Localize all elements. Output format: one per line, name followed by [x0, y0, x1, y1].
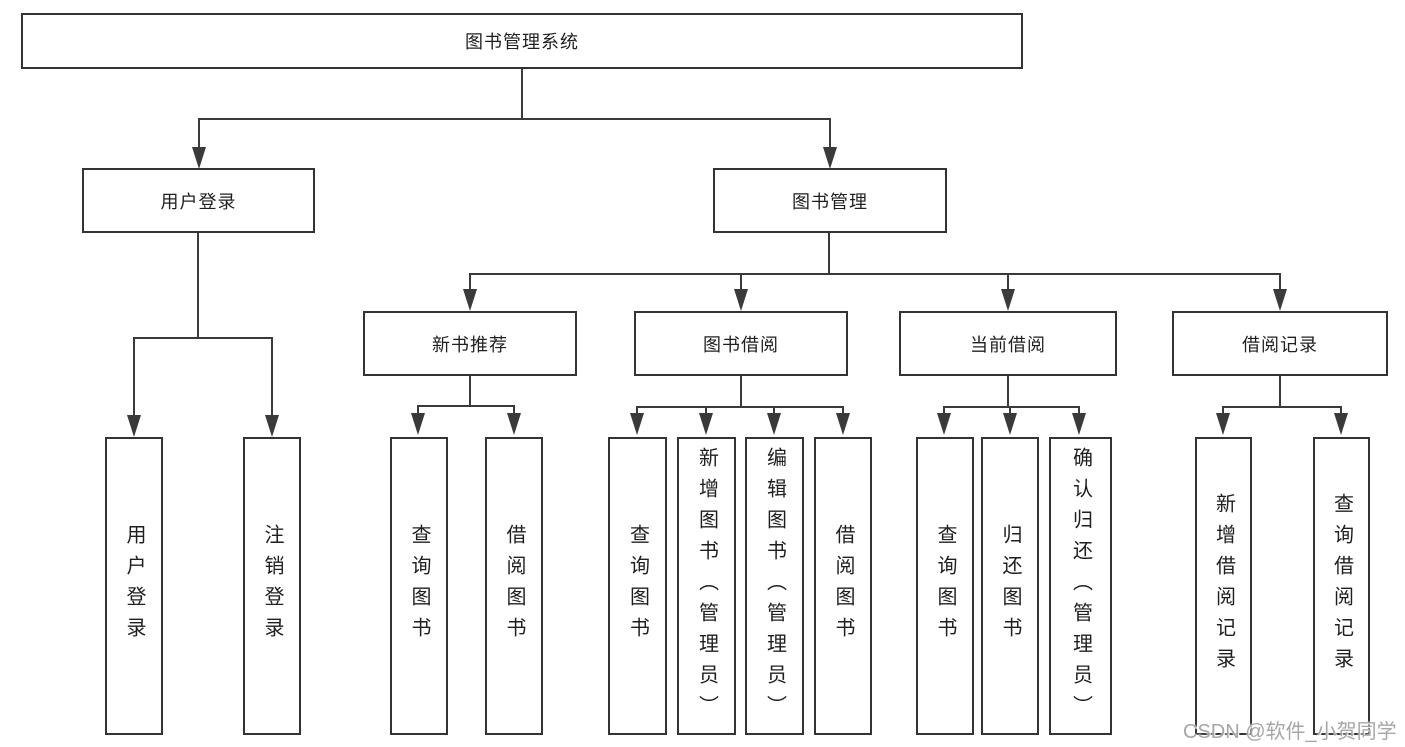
connector-records-drop-2 [1340, 406, 1342, 414]
node-library-system: 图书管理系统 [21, 13, 1023, 69]
arrow-to-leaf-confirm-return [1072, 413, 1086, 435]
arrow-to-new-book-recommendation [463, 289, 477, 311]
connector-borrowing-drop-2 [705, 406, 707, 414]
arrow-to-borrowing-records [1273, 289, 1287, 311]
leaf-borrow-books-recommend-label: 借阅图书 [503, 524, 525, 648]
leaf-borrow-books-label: 借阅图书 [832, 524, 854, 648]
leaf-user-login-label: 用户登录 [123, 524, 145, 648]
connector-recommend-hbar [417, 405, 515, 407]
connector-bookmgmt-drop-1 [469, 273, 471, 290]
leaf-query-borrow-record: 查询借阅记录 [1313, 437, 1370, 735]
leaf-add-books-admin-label: 新增图书（管理员） [695, 446, 718, 726]
node-current-borrowing: 当前借阅 [899, 311, 1117, 376]
node-library-system-label: 图书管理系统 [465, 32, 579, 52]
connector-root-hbar [198, 118, 831, 120]
leaf-add-borrow-record-label: 新增借阅记录 [1212, 493, 1235, 679]
arrow-to-leaf-borrow-books-recommend [507, 413, 521, 435]
connector-userlogin-drop-2 [271, 337, 273, 415]
leaf-add-books-admin: 新增图书（管理员） [677, 437, 736, 735]
connector-recommend-drop-2 [513, 405, 515, 414]
connector-recommend-stem [469, 376, 471, 405]
leaf-query-books-borrow: 查询图书 [608, 437, 667, 735]
arrow-to-leaf-query-books-current [937, 413, 951, 435]
arrow-to-current-borrowing [1001, 289, 1015, 311]
leaf-edit-books-admin-label: 编辑图书（管理员） [763, 446, 786, 726]
connector-current-stem [1007, 376, 1009, 406]
connector-bookmgmt-drop-4 [1279, 273, 1281, 290]
node-borrowing-records: 借阅记录 [1172, 311, 1388, 376]
leaf-logout: 注销登录 [243, 437, 301, 735]
connector-root-drop-right [829, 118, 831, 148]
connector-borrowing-drop-4 [842, 406, 844, 414]
connector-current-hbar [943, 406, 1080, 408]
connector-current-drop-3 [1078, 406, 1080, 414]
arrow-to-leaf-query-books-recommend [411, 413, 425, 435]
arrow-to-book-management [823, 147, 837, 169]
node-current-borrowing-label: 当前借阅 [970, 334, 1046, 355]
node-book-borrowing-label: 图书借阅 [703, 334, 779, 355]
leaf-return-books-label: 归还图书 [999, 524, 1021, 648]
node-book-borrowing: 图书借阅 [634, 311, 848, 376]
connector-root-stem [521, 69, 523, 118]
arrow-to-leaf-logout [265, 415, 279, 437]
leaf-query-books-recommend: 查询图书 [390, 437, 448, 735]
connector-bookmgmt-hbar [469, 273, 1281, 275]
arrow-to-leaf-borrow-books [836, 413, 850, 435]
arrow-to-leaf-query-books-borrow [630, 413, 644, 435]
connector-bookmgmt-stem [828, 233, 830, 273]
leaf-query-books-current-label: 查询图书 [934, 524, 956, 648]
arrow-to-leaf-return-books [1003, 413, 1017, 435]
leaf-confirm-return-admin-label: 确认归还（管理员） [1069, 446, 1092, 726]
connector-userlogin-stem [197, 233, 199, 338]
arrow-to-leaf-edit-books [767, 413, 781, 435]
connector-current-drop-1 [943, 406, 945, 414]
node-book-management: 图书管理 [713, 168, 947, 233]
connector-records-drop-1 [1222, 406, 1224, 414]
leaf-edit-books-admin: 编辑图书（管理员） [745, 437, 804, 735]
arrow-to-leaf-add-books [699, 413, 713, 435]
connector-records-stem [1279, 376, 1281, 406]
leaf-return-books: 归还图书 [981, 437, 1039, 735]
connector-borrowing-stem [740, 376, 742, 406]
arrow-to-book-borrowing [734, 289, 748, 311]
leaf-borrow-books-recommend: 借阅图书 [485, 437, 543, 735]
node-user-login: 用户登录 [82, 168, 315, 233]
leaf-borrow-books: 借阅图书 [814, 437, 872, 735]
connector-root-drop-left [198, 118, 200, 148]
node-new-book-recommendation: 新书推荐 [363, 311, 577, 376]
connector-borrowing-hbar [636, 406, 844, 408]
leaf-query-books-recommend-label: 查询图书 [408, 524, 430, 648]
connector-bookmgmt-drop-3 [1007, 273, 1009, 290]
node-borrowing-records-label: 借阅记录 [1242, 334, 1318, 355]
connector-recommend-drop-1 [417, 405, 419, 414]
connector-userlogin-drop-1 [133, 337, 135, 415]
node-book-management-label: 图书管理 [792, 191, 868, 212]
connector-bookmgmt-drop-2 [740, 273, 742, 290]
arrow-to-leaf-query-borrow-record [1334, 413, 1348, 435]
leaf-logout-label: 注销登录 [261, 524, 283, 648]
leaf-user-login: 用户登录 [105, 437, 163, 735]
arrow-to-leaf-add-borrow-record [1216, 413, 1230, 435]
leaf-query-borrow-record-label: 查询借阅记录 [1330, 493, 1353, 679]
connector-userlogin-hbar [133, 337, 273, 339]
leaf-add-borrow-record: 新增借阅记录 [1195, 437, 1252, 735]
connector-current-drop-2 [1009, 406, 1011, 414]
connector-borrowing-drop-3 [773, 406, 775, 414]
leaf-confirm-return-admin: 确认归还（管理员） [1049, 437, 1112, 735]
arrow-to-user-login [192, 147, 206, 169]
node-user-login-label: 用户登录 [160, 191, 237, 212]
node-new-book-recommendation-label: 新书推荐 [432, 334, 508, 355]
arrow-to-leaf-user-login [127, 415, 141, 437]
connector-borrowing-drop-1 [636, 406, 638, 414]
leaf-query-books-current: 查询图书 [916, 437, 974, 735]
watermark: CSDN @软件_小贺同学 [1183, 721, 1397, 743]
connector-records-hbar [1222, 406, 1342, 408]
leaf-query-books-borrow-label: 查询图书 [626, 524, 649, 648]
